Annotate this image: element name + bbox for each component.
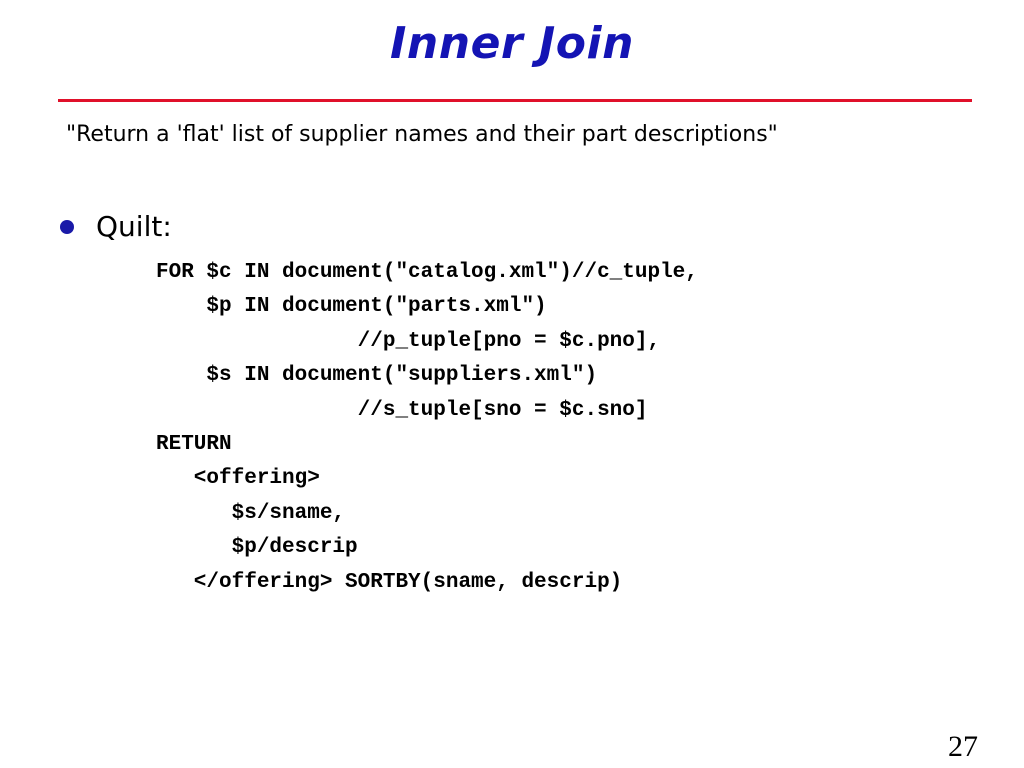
code-line: $s/sname, bbox=[156, 501, 346, 525]
code-line: <offering> bbox=[156, 467, 320, 491]
code-line: //s_tuple[sno = $c.sno] bbox=[156, 398, 648, 422]
code-line: FOR $c IN document("catalog.xml")//c_tup… bbox=[156, 261, 698, 284]
code-line: </offering> SORTBY(sname, descrip) bbox=[156, 570, 623, 594]
code-line: $p/descrip bbox=[156, 536, 358, 560]
slide-title: Inner Join bbox=[390, 18, 634, 69]
bullet-dot-icon bbox=[60, 219, 74, 234]
code-line: $p IN document("parts.xml") bbox=[156, 295, 547, 319]
code-line: RETURN bbox=[156, 432, 232, 456]
bullet-label: Quilt: bbox=[96, 210, 172, 243]
slide-subtitle: "Return a 'flat' list of supplier names … bbox=[66, 122, 778, 147]
bullet-item: Quilt: bbox=[60, 210, 172, 243]
code-line: //p_tuple[pno = $c.pno], bbox=[156, 329, 661, 353]
title-divider bbox=[58, 99, 972, 102]
page-number: 27 bbox=[948, 730, 978, 763]
code-block: FOR $c IN document("catalog.xml")//c_tup… bbox=[156, 256, 698, 600]
code-line: $s IN document("suppliers.xml") bbox=[156, 364, 598, 388]
